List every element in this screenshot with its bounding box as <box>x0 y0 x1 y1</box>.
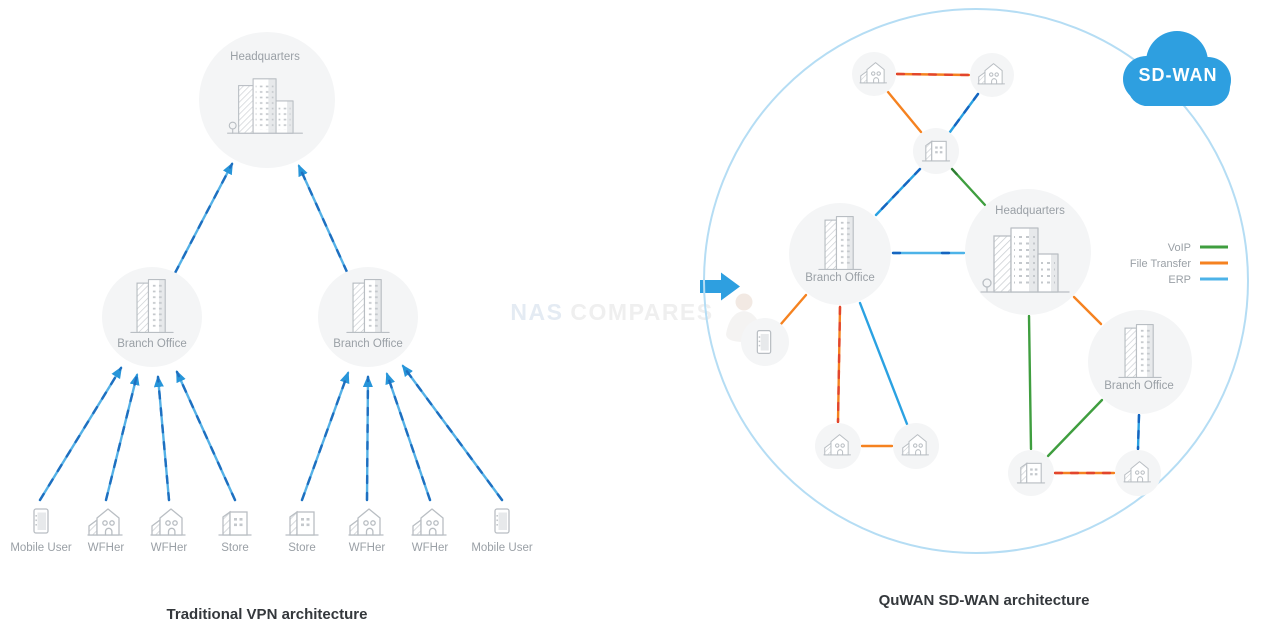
wfher-house-icon <box>411 508 447 536</box>
leaf-label: Mobile User <box>10 542 72 554</box>
edge-erp <box>858 301 909 426</box>
left-diagram-caption: Traditional VPN architecture <box>167 606 368 623</box>
mobile-phone-icon <box>756 329 772 355</box>
left-headquarters-label: Headquarters <box>230 51 300 63</box>
edge-voip <box>1027 314 1033 451</box>
leaf-node-store: Store <box>285 511 319 554</box>
leaf-node-wfher: WFHer <box>411 508 449 554</box>
edge-file-transfer <box>836 305 842 424</box>
vpn-arrow <box>38 366 123 502</box>
vpn-arrow <box>153 375 171 502</box>
legend-label: File Transfer <box>1130 258 1191 270</box>
leaf-node-wfher: WFHer <box>348 508 386 554</box>
left-headquarters-node: Headquarters <box>199 32 335 168</box>
leaf-label: WFHer <box>88 542 125 554</box>
sdwan-cloud-label: SD-WAN <box>1139 65 1218 85</box>
vpn-arrow <box>173 162 234 275</box>
leaf-label: WFHer <box>151 542 188 554</box>
edge-erp <box>948 92 980 134</box>
leaf-node-mobile-user: Mobile User <box>471 508 533 554</box>
leaf-label: WFHer <box>349 542 386 554</box>
vpn-arrow <box>104 373 140 502</box>
legend: VoIP File Transfer ERP <box>1130 242 1228 286</box>
leaf-node-wfher: WFHer <box>150 508 188 554</box>
leaf-node-wfher: WFHer <box>87 508 125 554</box>
edge-erp <box>874 167 922 217</box>
watermark-brand-secondary: COMPARES <box>570 299 713 325</box>
mesh-node-branch-office: Branch Office <box>789 203 891 305</box>
right-diagram: Branch Office Headquarters Branch Office <box>703 8 1249 609</box>
mesh-node-headquarters: Headquarters <box>965 189 1091 315</box>
watermark-text: NAS COMPARES <box>510 299 713 325</box>
mesh-node-wfher <box>815 423 861 469</box>
transition-arrow-icon <box>700 272 740 301</box>
leaf-label: Store <box>288 542 316 554</box>
sdwan-boundary-circle <box>703 8 1249 554</box>
store-building-icon <box>218 511 252 536</box>
edge-voip <box>1046 398 1104 458</box>
leaf-label: Store <box>221 542 249 554</box>
edge-file-transfer <box>779 293 808 326</box>
legend-label: ERP <box>1168 274 1191 286</box>
right-branch-office-label: Branch Office <box>805 272 874 284</box>
sdwan-cloud: SD-WAN <box>1123 31 1231 106</box>
legend-label: VoIP <box>1168 242 1191 254</box>
leaf-node-store: Store <box>218 511 252 554</box>
edge-file-transfer <box>1072 295 1103 326</box>
right-diagram-caption: QuWAN SD-WAN architecture <box>879 592 1090 609</box>
leaf-label: Mobile User <box>471 542 533 554</box>
left-diagram: Headquarters Branch Office Branch Office… <box>10 32 533 623</box>
mesh-node-mobile-user <box>741 318 789 366</box>
vpn-arrow <box>297 164 349 274</box>
vpn-arrow <box>385 372 432 502</box>
mesh-node-store <box>1008 450 1054 496</box>
left-branch-office-node: Branch Office <box>102 267 202 367</box>
mesh-node-wfher <box>1115 450 1161 496</box>
store-building-icon <box>285 511 319 536</box>
vpn-arrow <box>300 371 350 502</box>
edge-voip <box>950 167 987 207</box>
mesh-node-branch-office: Branch Office <box>1088 310 1192 414</box>
edge-file-transfer <box>895 72 971 77</box>
left-branch-office-node: Branch Office <box>318 267 418 367</box>
vpn-arrow <box>362 375 373 502</box>
wfher-house-icon <box>87 508 123 536</box>
edge-erp <box>1136 413 1141 451</box>
mesh-node-wfher <box>970 53 1014 97</box>
leaf-node-mobile-user: Mobile User <box>10 508 72 554</box>
left-branch-office-label: Branch Office <box>333 338 402 350</box>
wfher-house-icon <box>150 508 186 536</box>
right-branch-office-label: Branch Office <box>1104 380 1173 392</box>
legend-item-voip: VoIP <box>1168 242 1228 254</box>
legend-item-erp: ERP <box>1168 274 1228 286</box>
legend-item-file-transfer: File Transfer <box>1130 258 1228 270</box>
leaf-label: WFHer <box>412 542 449 554</box>
wfher-house-icon <box>348 508 384 536</box>
watermark-brand-primary: NAS <box>510 299 563 325</box>
edge-file-transfer <box>886 90 923 134</box>
mesh-node-store <box>913 128 959 174</box>
mobile-phone-icon <box>494 508 510 534</box>
vpn-arrow <box>175 370 237 502</box>
right-headquarters-label: Headquarters <box>995 205 1065 217</box>
mesh-node-wfher <box>893 423 939 469</box>
mobile-phone-icon <box>33 508 49 534</box>
mesh-node-wfher <box>852 52 896 96</box>
vpn-arrow <box>401 364 504 502</box>
left-branch-office-label: Branch Office <box>117 338 186 350</box>
